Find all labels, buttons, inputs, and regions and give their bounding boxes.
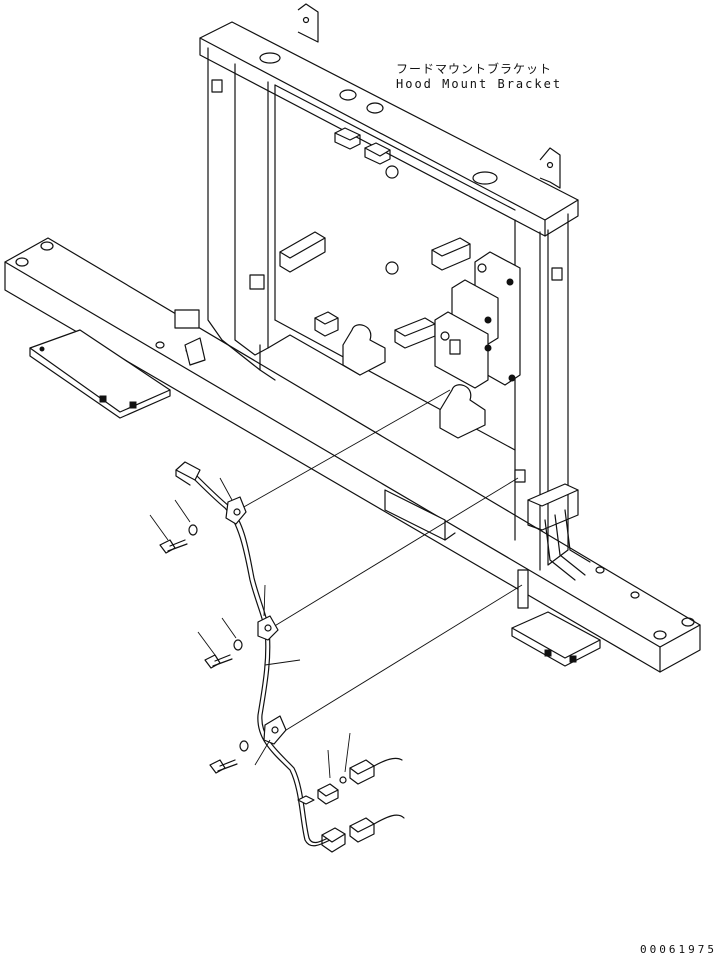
leader-lines — [234, 389, 523, 736]
loose-connectors — [297, 732, 405, 843]
part-label-english: Hood Mount Bracket — [396, 77, 563, 91]
fasteners — [149, 477, 301, 774]
wiring-harness — [175, 461, 346, 853]
switch-box — [434, 251, 521, 389]
right-support-bracket — [527, 483, 591, 581]
part-label-japanese: フードマウントブラケット — [396, 62, 553, 76]
cross-member-beam — [4, 237, 701, 673]
panel-brackets — [279, 127, 486, 439]
left-foot-plate — [29, 329, 171, 419]
drawing-number: 00061975 — [640, 943, 717, 956]
right-foot-plate — [511, 611, 601, 667]
